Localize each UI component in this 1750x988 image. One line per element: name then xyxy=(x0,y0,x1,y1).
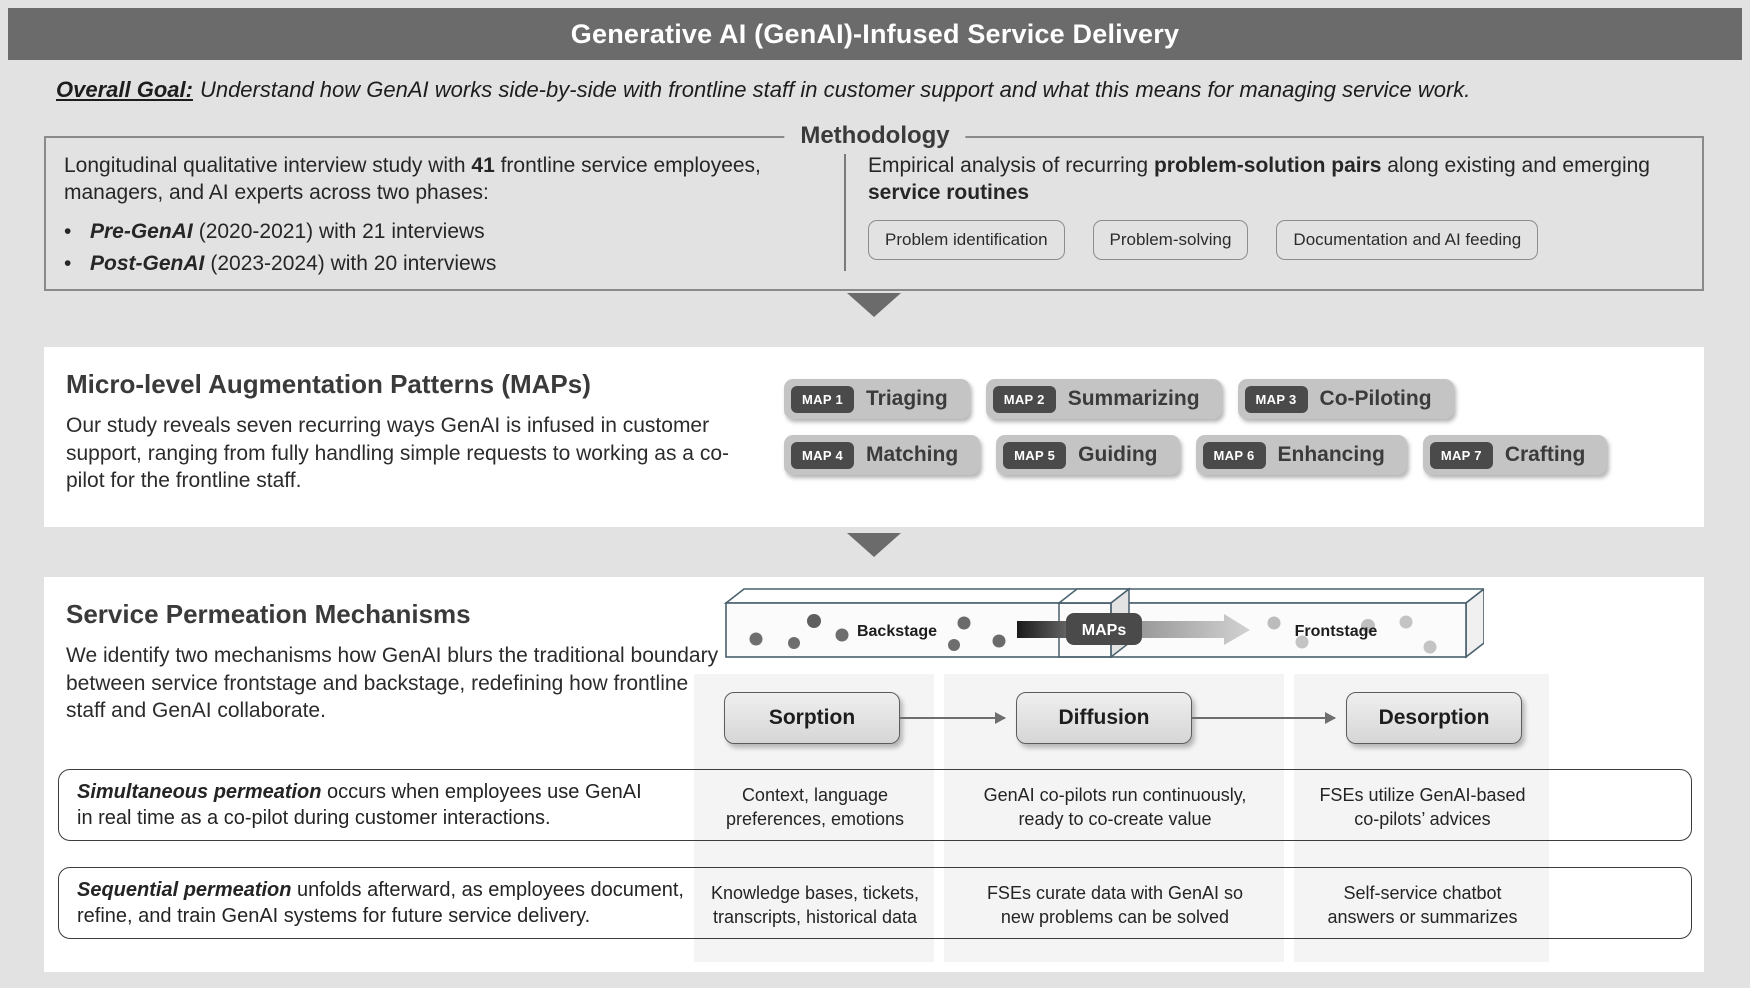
svg-text:Frontstage: Frontstage xyxy=(1295,623,1378,640)
routine-chip-problem-solving[interactable]: Problem-solving xyxy=(1092,220,1249,261)
map-chip-4[interactable]: MAP 4 Matching xyxy=(784,435,981,475)
permeation-panel: Service Permeation Mechanisms We identif… xyxy=(44,577,1704,972)
phase-term: Post-GenAI xyxy=(90,251,205,275)
method-left-count: 41 xyxy=(471,154,495,177)
mechanism-row-simultaneous: Simultaneous permeation occurs when empl… xyxy=(58,769,1692,841)
permeation-text-block: Service Permeation Mechanisms We identif… xyxy=(66,599,726,725)
stage-row: Sorption Diffusion Desorption xyxy=(694,674,1554,760)
map-badge: MAP 7 xyxy=(1429,441,1493,469)
overall-goal-label: Overall Goal: xyxy=(56,77,193,102)
map-label: Enhancing xyxy=(1277,443,1385,466)
map-badge: MAP 4 xyxy=(791,441,854,469)
routine-chip-problem-identification[interactable]: Problem identification xyxy=(868,220,1065,261)
methodology-right-column: Empirical analysis of recurring problem-… xyxy=(868,152,1684,279)
methodology-left-text: Longitudinal qualitative interview study… xyxy=(64,152,826,206)
stage-box-diffusion[interactable]: Diffusion xyxy=(1016,692,1192,744)
method-right-bold-a: problem-solution pairs xyxy=(1153,154,1382,177)
map-badge: MAP 5 xyxy=(1003,441,1067,469)
map-badge: MAP 2 xyxy=(992,385,1056,413)
map-chip-1[interactable]: MAP 1 Triaging xyxy=(784,379,970,419)
mechanism-line1: unfolds afterward, as employees document… xyxy=(291,878,684,901)
triangle-down-icon xyxy=(847,293,901,317)
mechanism-row-sequential: Sequential permeation unfolds afterward,… xyxy=(58,867,1692,939)
map-chip-2[interactable]: MAP 2 Summarizing xyxy=(985,379,1222,419)
stage-arrow-2-icon xyxy=(1192,712,1336,724)
map-label: Crafting xyxy=(1504,443,1586,466)
method-right-text-b: along existing and emerging xyxy=(1381,154,1650,177)
methodology-section: Longitudinal qualitative interview study… xyxy=(44,136,1704,291)
stage-box-desorption[interactable]: Desorption xyxy=(1346,692,1522,744)
mechanism-line2: in real time as a co-pilot during custom… xyxy=(77,807,551,829)
mechanism-cell-sorption: Knowledge bases, tickets,transcripts, hi… xyxy=(710,883,920,928)
method-right-bold-b: service routines xyxy=(868,181,1030,205)
map-label: Summarizing xyxy=(1067,387,1200,410)
map-badge: MAP 1 xyxy=(791,385,854,413)
map-row-1: MAP 1 Triaging MAP 2 Summarizing MAP 3 C… xyxy=(784,379,1684,419)
map-badge: MAP 3 xyxy=(1244,385,1308,413)
map-label: Matching xyxy=(866,443,959,466)
map-label: Guiding xyxy=(1078,443,1158,466)
svg-text:Backstage: Backstage xyxy=(857,623,937,640)
routine-chip-documentation[interactable]: Documentation and AI feeding xyxy=(1276,220,1539,261)
map-badge: MAP 6 xyxy=(1202,441,1266,469)
methodology-right-text: Empirical analysis of recurring problem-… xyxy=(868,152,1684,206)
bullet-icon: • xyxy=(64,220,72,244)
permeation-title: Service Permeation Mechanisms xyxy=(66,599,471,629)
list-item: • Post-GenAI(2023-2024) with 20 intervie… xyxy=(64,248,826,280)
mechanism-line1: occurs when employees use GenAI xyxy=(321,780,642,803)
stage-arrow-1-icon xyxy=(900,712,1006,724)
maps-text-block: Micro-level Augmentation Patterns (MAPs)… xyxy=(66,369,766,495)
map-chip-5[interactable]: MAP 5 Guiding xyxy=(996,435,1180,475)
map-chip-7[interactable]: MAP 7 Crafting xyxy=(1422,435,1608,475)
method-right-text-a: Empirical analysis of recurring xyxy=(868,154,1154,177)
phase-term: Pre-GenAI xyxy=(90,220,193,244)
mechanism-term: Sequential permeation xyxy=(77,878,292,901)
bullet-icon: • xyxy=(64,251,72,275)
map-row-2: MAP 4 Matching MAP 5 Guiding MAP 6 Enhan… xyxy=(784,435,1684,475)
phase-detail: (2023-2024) with 20 interviews xyxy=(210,251,497,275)
svg-text:MAPs: MAPs xyxy=(1082,622,1127,639)
membrane-diagram: Backstage MAPs Frontstage xyxy=(723,587,1484,659)
overall-goal-text: Understand how GenAI works side-by-side … xyxy=(199,77,1471,102)
title-bar: Generative AI (GenAI)-Infused Service De… xyxy=(8,8,1742,60)
permeation-body: We identify two mechanisms how GenAI blu… xyxy=(66,644,719,723)
mechanism-description: Sequential permeation unfolds afterward,… xyxy=(77,868,717,938)
map-chip-grid: MAP 1 Triaging MAP 2 Summarizing MAP 3 C… xyxy=(784,379,1684,475)
methodology-phase-list: • Pre-GenAI(2020-2021) with 21 interview… xyxy=(64,216,826,279)
triangle-down-icon xyxy=(847,533,901,557)
map-chip-6[interactable]: MAP 6 Enhancing xyxy=(1195,435,1407,475)
map-label: Co-Piloting xyxy=(1319,387,1432,410)
phase-detail: (2020-2021) with 21 interviews xyxy=(198,220,485,244)
map-chip-3[interactable]: MAP 3 Co-Piloting xyxy=(1237,379,1454,419)
mechanism-line2: refine, and train GenAI systems for futu… xyxy=(77,905,591,927)
mechanism-description: Simultaneous permeation occurs when empl… xyxy=(77,770,717,840)
methodology-legend: Methodology xyxy=(784,122,966,150)
overall-goal: Overall Goal: Understand how GenAI works… xyxy=(56,72,1716,108)
methodology-left-column: Longitudinal qualitative interview study… xyxy=(64,152,844,279)
maps-title: Micro-level Augmentation Patterns (MAPs) xyxy=(66,369,591,399)
mechanism-cell-diffusion: GenAI co-pilots run continuously,ready t… xyxy=(983,785,1247,830)
maps-panel: Micro-level Augmentation Patterns (MAPs)… xyxy=(44,347,1704,527)
map-label: Triaging xyxy=(866,387,948,410)
mechanism-term: Simultaneous permeation xyxy=(77,780,322,803)
service-routine-chips: Problem identification Problem-solving D… xyxy=(868,220,1684,261)
page-title: Generative AI (GenAI)-Infused Service De… xyxy=(570,18,1180,49)
methodology-divider xyxy=(844,154,846,271)
list-item: • Pre-GenAI(2020-2021) with 21 interview… xyxy=(64,216,826,248)
stage-box-sorption[interactable]: Sorption xyxy=(724,692,900,744)
method-left-text-b: frontline service employees, managers, a… xyxy=(64,154,761,205)
maps-body: Our study reveals seven recurring ways G… xyxy=(66,414,729,493)
method-left-text-a: Longitudinal qualitative interview study… xyxy=(64,154,472,177)
